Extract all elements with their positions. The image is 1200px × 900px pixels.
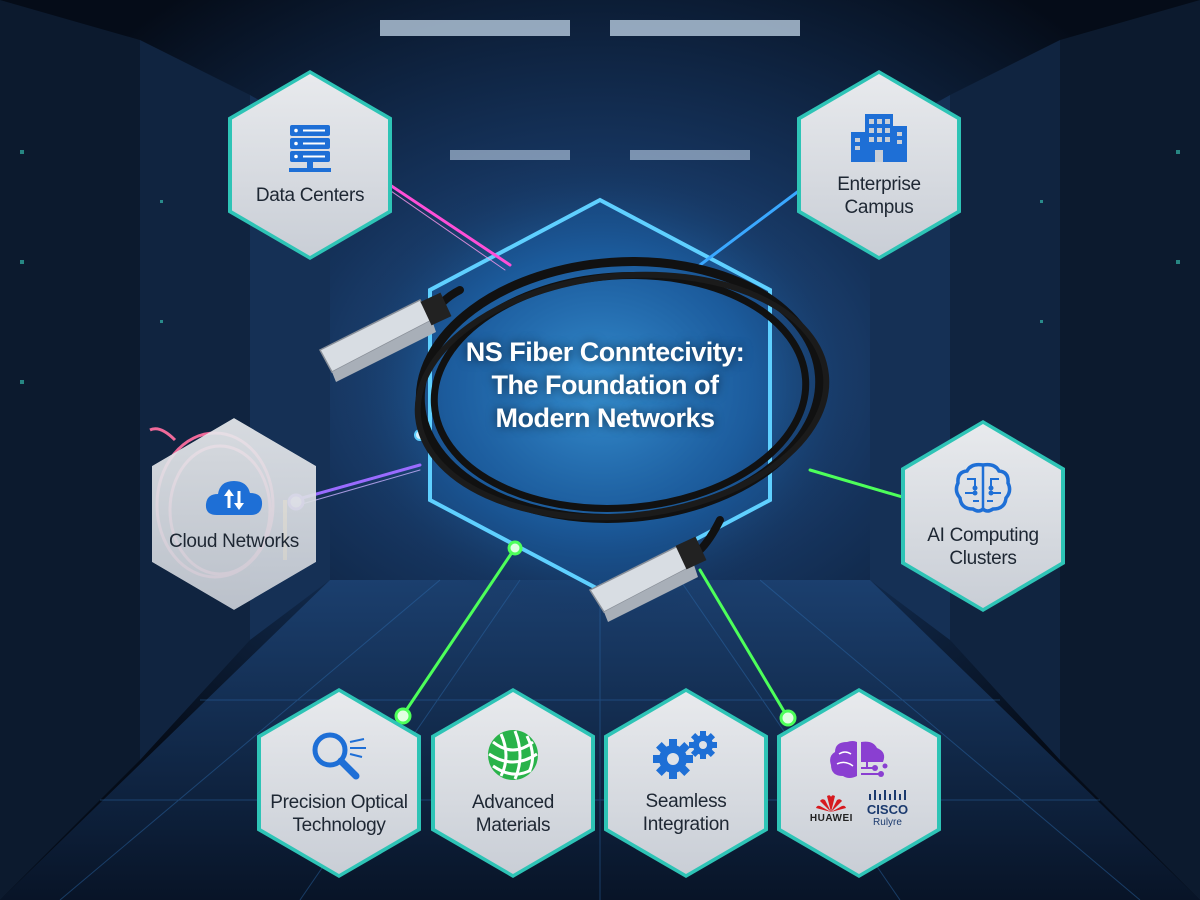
brand-logos: HUAWEI CISCO Rulyre <box>810 788 908 828</box>
office-building-icon <box>851 114 907 163</box>
main-title: NS Fiber Conntecivity: The Foundation of… <box>465 337 745 433</box>
beam-data-centers <box>373 173 512 267</box>
gears-icon <box>653 731 717 780</box>
ai-computing-label: AI Computing Clusters <box>927 525 1039 569</box>
huawei-logo <box>816 794 847 812</box>
precision-optical-label: Precision Optical Technology <box>270 792 408 836</box>
cloud-transfer-icon <box>205 480 263 515</box>
cisco-logo <box>869 790 907 800</box>
hex-data-centers: Data Centers <box>228 70 392 260</box>
brain-icon <box>830 741 888 778</box>
qsfp-connector-top <box>318 292 452 382</box>
hex-precision-optical: Precision Optical Technology <box>257 688 421 878</box>
beam-brands <box>698 568 790 720</box>
advanced-materials-label: Advanced Materials <box>471 792 555 836</box>
beam-precision <box>401 546 517 717</box>
data-centers-label: Data Centers <box>255 184 365 206</box>
fiber-mesh-icon <box>488 730 538 781</box>
enterprise-campus-label: Enterprise Campus <box>837 174 921 218</box>
cloud-networks-label: Cloud Networks <box>169 530 299 552</box>
huawei-text: HUAWEI <box>809 812 853 824</box>
magnifier-icon <box>312 732 366 780</box>
server-rack-icon <box>289 124 331 172</box>
hex-seamless-integration: Seamless Integration <box>604 688 768 878</box>
ruijie-text: Rulyre <box>873 817 902 828</box>
dac-cable-image <box>414 257 830 564</box>
seamless-integration-label: Seamless Integration <box>642 791 730 835</box>
brain-circuit-icon <box>954 463 1012 513</box>
hex-advanced-materials: Advanced Materials <box>431 688 595 878</box>
cisco-text: CISCO <box>866 802 909 817</box>
hex-brands: HUAWEI CISCO Rulyre <box>777 688 941 878</box>
qsfp-connector-bottom <box>588 536 707 622</box>
